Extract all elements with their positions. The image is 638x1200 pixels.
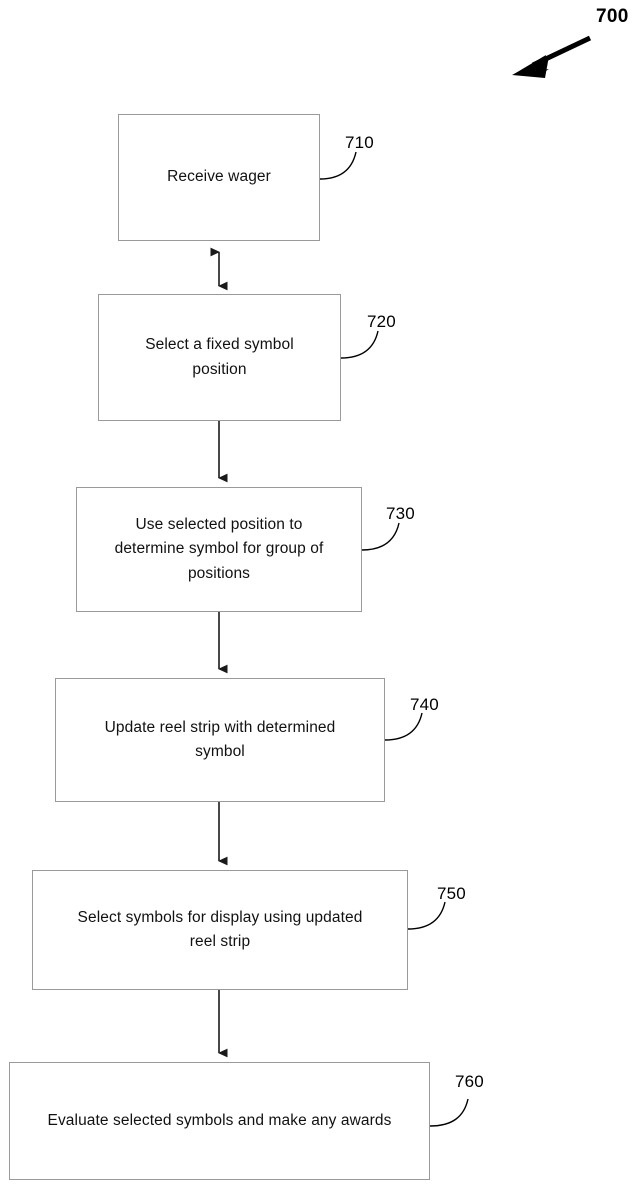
process-box-720[interactable]: Select a fixed symbol position [98, 294, 341, 421]
reference-number-710: 710 [345, 133, 374, 152]
leader-line-710 [319, 151, 357, 180]
leader-line-730 [361, 522, 400, 551]
leader-line-760 [429, 1098, 469, 1127]
process-box-750-label: Select symbols for display using updated… [77, 908, 363, 950]
reference-number-740: 740 [410, 695, 439, 714]
figure-number: 700 [596, 6, 629, 27]
reference-number-750: 750 [437, 884, 466, 903]
process-box-760-label: Evaluate selected symbols and make any a… [47, 1111, 392, 1129]
leader-line-740 [384, 712, 423, 741]
process-box-760[interactable]: Evaluate selected symbols and make any a… [9, 1062, 430, 1180]
process-box-740-label: Update reel strip with determined symbol [104, 718, 336, 760]
leader-line-750 [407, 901, 446, 930]
reference-number-720: 720 [367, 312, 396, 331]
process-box-710-label: Receive wager [167, 168, 271, 186]
reference-number-730: 730 [386, 504, 415, 523]
leader-line-720 [340, 330, 379, 359]
process-box-730-label: Use selected position to determine symbo… [114, 516, 324, 582]
figure-arrow-icon [512, 35, 592, 78]
process-box-710[interactable]: Receive wager [118, 114, 320, 241]
reference-number-760: 760 [455, 1072, 484, 1091]
process-box-750[interactable]: Select symbols for display using updated… [32, 870, 408, 990]
process-box-720-label: Select a fixed symbol position [145, 336, 294, 378]
process-box-740[interactable]: Update reel strip with determined symbol [55, 678, 385, 802]
process-box-730[interactable]: Use selected position to determine symbo… [76, 487, 362, 612]
